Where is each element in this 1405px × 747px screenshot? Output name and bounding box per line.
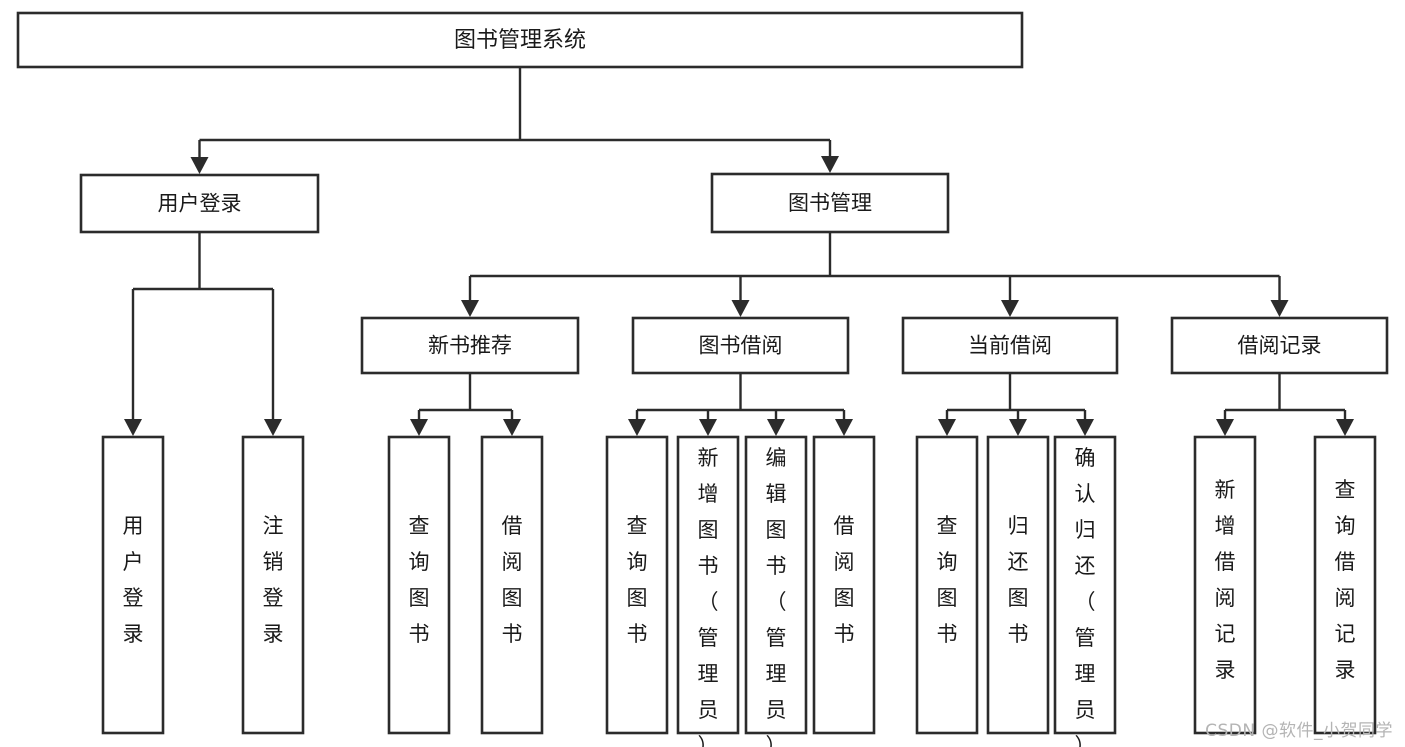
arrow-to-query-book-3	[938, 419, 956, 436]
node-root-system-label: 图书管理系统	[454, 28, 586, 53]
leaf-query-borrow-record-rect	[1313, 435, 1377, 735]
arrow-to-user-login-leaf	[124, 419, 142, 436]
arrow-to-borrow-book-1	[503, 419, 521, 436]
leaf-borrow-book-2[interactable]: 借阅图书	[812, 435, 876, 735]
arrow-to-book-borrow	[731, 300, 750, 317]
leaf-confirm-return-admin[interactable]: 确认归还（管理员）	[1053, 435, 1117, 747]
node-borrow-record[interactable]: 借阅记录	[1170, 316, 1389, 375]
node-root-system-rect	[16, 11, 1024, 69]
leaf-query-book-1-label: 查询图书	[409, 514, 430, 646]
leaf-add-borrow-record-rect	[1193, 435, 1257, 735]
leaf-edit-book-admin-rect	[744, 435, 808, 735]
arrow-to-return-book	[1009, 419, 1027, 436]
leaf-add-book-admin[interactable]: 新增图书（管理员）	[676, 435, 740, 747]
arrow-to-user-login	[190, 157, 209, 174]
leaf-borrow-book-1[interactable]: 借阅图书	[480, 435, 544, 735]
node-current-borrow-label: 当前借阅	[968, 334, 1052, 358]
node-layer: 图书管理系统用户登录图书管理新书推荐图书借阅当前借阅借阅记录用户登录注销登录查询…	[16, 11, 1389, 747]
arrow-to-add-book-admin	[699, 419, 717, 436]
leaf-add-borrow-record[interactable]: 新增借阅记录	[1193, 435, 1257, 735]
leaf-query-borrow-record[interactable]: 查询借阅记录	[1313, 435, 1377, 735]
node-user-login-label: 用户登录	[158, 192, 242, 216]
leaf-logout-leaf-label: 注销登录	[263, 514, 284, 646]
leaf-edit-book-admin-label: 编辑图书（管理员）	[766, 446, 787, 747]
leaf-query-book-2-rect	[605, 435, 669, 735]
leaf-add-book-admin-label: 新增图书（管理员）	[698, 446, 719, 747]
arrow-to-borrow-book-2	[835, 419, 853, 436]
leaf-borrow-book-1-rect	[480, 435, 544, 735]
leaf-return-book-rect	[986, 435, 1050, 735]
leaf-user-login-leaf-label: 用户登录	[123, 514, 144, 646]
leaf-query-book-3-rect	[915, 435, 979, 735]
node-root-system[interactable]: 图书管理系统	[16, 11, 1024, 69]
arrow-to-confirm-return-admin	[1076, 419, 1094, 436]
arrow-to-borrow-record	[1270, 300, 1289, 317]
node-book-borrow-rect	[631, 316, 850, 375]
node-book-manage-label: 图书管理	[788, 191, 872, 215]
arrow-to-edit-book-admin	[767, 419, 785, 436]
leaf-add-borrow-record-label: 新增借阅记录	[1215, 478, 1236, 682]
leaf-query-book-3[interactable]: 查询图书	[915, 435, 979, 735]
arrow-to-query-book-2	[628, 419, 646, 436]
node-user-login[interactable]: 用户登录	[79, 173, 320, 234]
leaf-confirm-return-admin-label: 确认归还（管理员）	[1075, 446, 1096, 747]
leaf-query-book-1[interactable]: 查询图书	[387, 435, 451, 735]
node-new-book-recommend-rect	[360, 316, 580, 375]
leaf-logout-leaf-rect	[241, 435, 305, 735]
leaf-borrow-book-1-label: 借阅图书	[502, 514, 523, 646]
leaf-query-book-2[interactable]: 查询图书	[605, 435, 669, 735]
node-user-login-rect	[79, 173, 320, 234]
leaf-query-borrow-record-label: 查询借阅记录	[1335, 478, 1356, 682]
leaf-query-book-1-rect	[387, 435, 451, 735]
arrow-to-book-manage	[821, 156, 839, 173]
node-book-borrow-label: 图书借阅	[699, 334, 783, 358]
leaf-return-book-label: 归还图书	[1008, 514, 1029, 646]
leaf-user-login-leaf-rect	[101, 435, 165, 735]
leaf-edit-book-admin[interactable]: 编辑图书（管理员）	[744, 435, 808, 747]
leaf-logout-leaf[interactable]: 注销登录	[241, 435, 305, 735]
arrow-to-current-borrow	[1001, 300, 1019, 317]
arrow-to-new-book-recommend	[461, 300, 479, 317]
node-book-borrow[interactable]: 图书借阅	[631, 316, 850, 375]
leaf-return-book[interactable]: 归还图书	[986, 435, 1050, 735]
arrow-to-add-borrow-record	[1216, 419, 1234, 436]
arrow-to-logout-leaf	[264, 419, 282, 436]
leaf-user-login-leaf[interactable]: 用户登录	[101, 435, 165, 735]
node-borrow-record-label: 借阅记录	[1238, 334, 1322, 358]
arrow-to-query-book-1	[410, 419, 428, 436]
connector-layer	[124, 67, 1354, 436]
leaf-query-book-3-label: 查询图书	[937, 514, 958, 646]
leaf-add-book-admin-rect	[676, 435, 740, 735]
node-current-borrow-rect	[901, 316, 1119, 375]
node-book-manage-rect	[710, 172, 950, 234]
node-new-book-recommend-label: 新书推荐	[428, 334, 512, 358]
leaf-borrow-book-2-label: 借阅图书	[834, 514, 855, 646]
leaf-borrow-book-2-rect	[812, 435, 876, 735]
leaf-query-book-2-label: 查询图书	[627, 514, 648, 646]
node-new-book-recommend[interactable]: 新书推荐	[360, 316, 580, 375]
node-book-manage[interactable]: 图书管理	[710, 172, 950, 234]
arrow-to-query-borrow-record	[1336, 419, 1354, 436]
leaf-confirm-return-admin-rect	[1053, 435, 1117, 735]
node-current-borrow[interactable]: 当前借阅	[901, 316, 1119, 375]
node-borrow-record-rect	[1170, 316, 1389, 375]
